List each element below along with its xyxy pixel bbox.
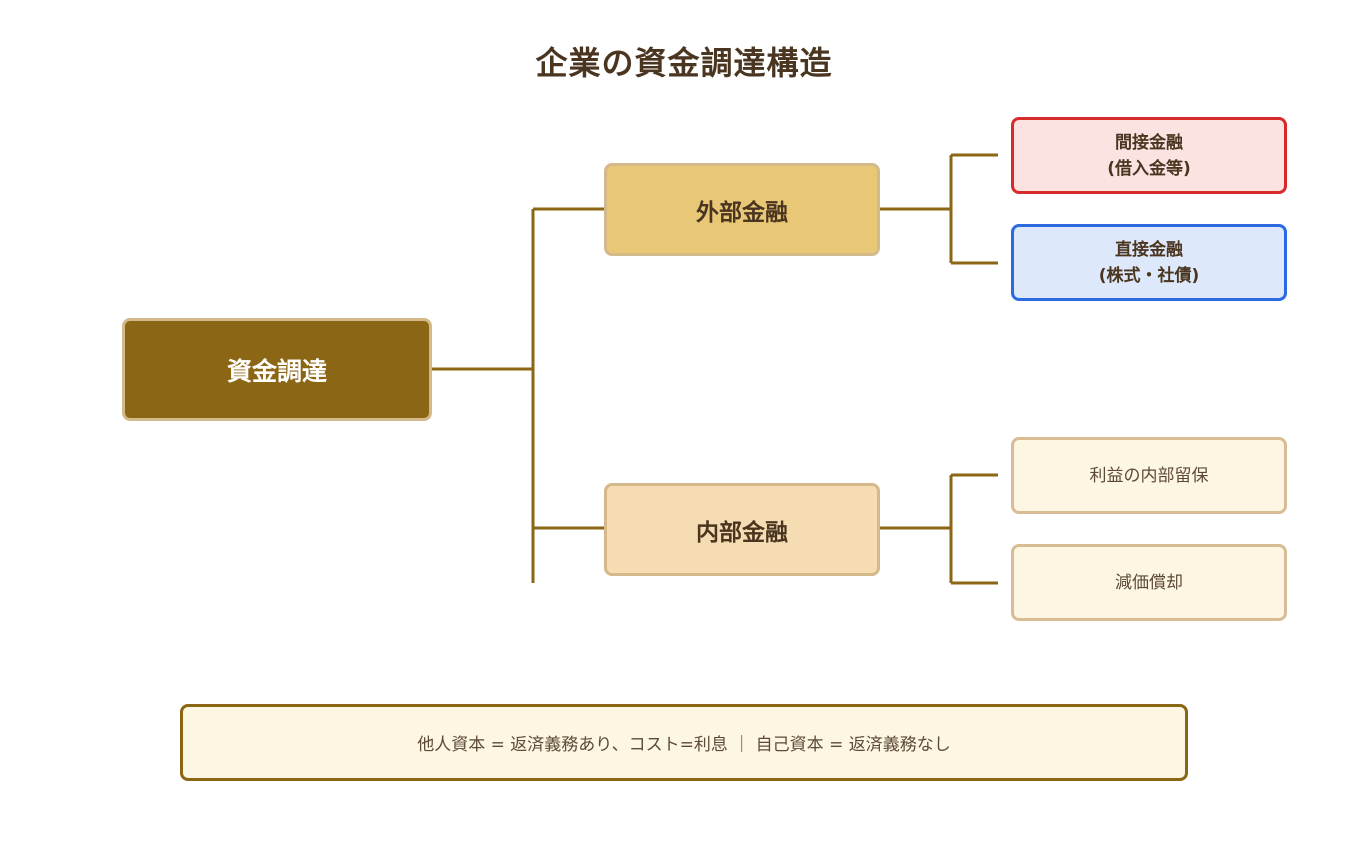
retained-earnings-label: 利益の内部留保: [1089, 465, 1209, 486]
depreciation-label: 減価償却: [1115, 572, 1183, 593]
external-finance-node: 外部金融: [604, 163, 880, 256]
direct-finance-node: 直接金融 (株式・社債): [1011, 224, 1287, 301]
note-text: 他人資本 = 返済義務あり、コスト=利息 ｜ 自己資本 = 返済義務なし: [417, 735, 951, 755]
indirect-finance-subtitle: (借入金等): [1107, 158, 1191, 179]
note-box: 他人資本 = 返済義務あり、コスト=利息 ｜ 自己資本 = 返済義務なし: [180, 704, 1188, 781]
diagram-title: 企業の資金調達構造: [535, 44, 833, 82]
indirect-finance-node: 間接金融 (借入金等): [1011, 117, 1287, 194]
internal-finance-label: 内部金融: [696, 519, 788, 546]
direct-finance-subtitle: (株式・社債): [1098, 265, 1200, 286]
internal-finance-node: 内部金融: [604, 483, 880, 576]
indirect-finance-title: 間接金融: [1115, 132, 1183, 153]
root-node-label: 資金調達: [226, 356, 327, 386]
root-node-fund-raising: 資金調達: [122, 318, 432, 421]
retained-earnings-node: 利益の内部留保: [1011, 437, 1287, 514]
direct-finance-title: 直接金融: [1115, 239, 1183, 260]
depreciation-node: 減価償却: [1011, 544, 1287, 621]
external-finance-label: 外部金融: [696, 199, 788, 226]
